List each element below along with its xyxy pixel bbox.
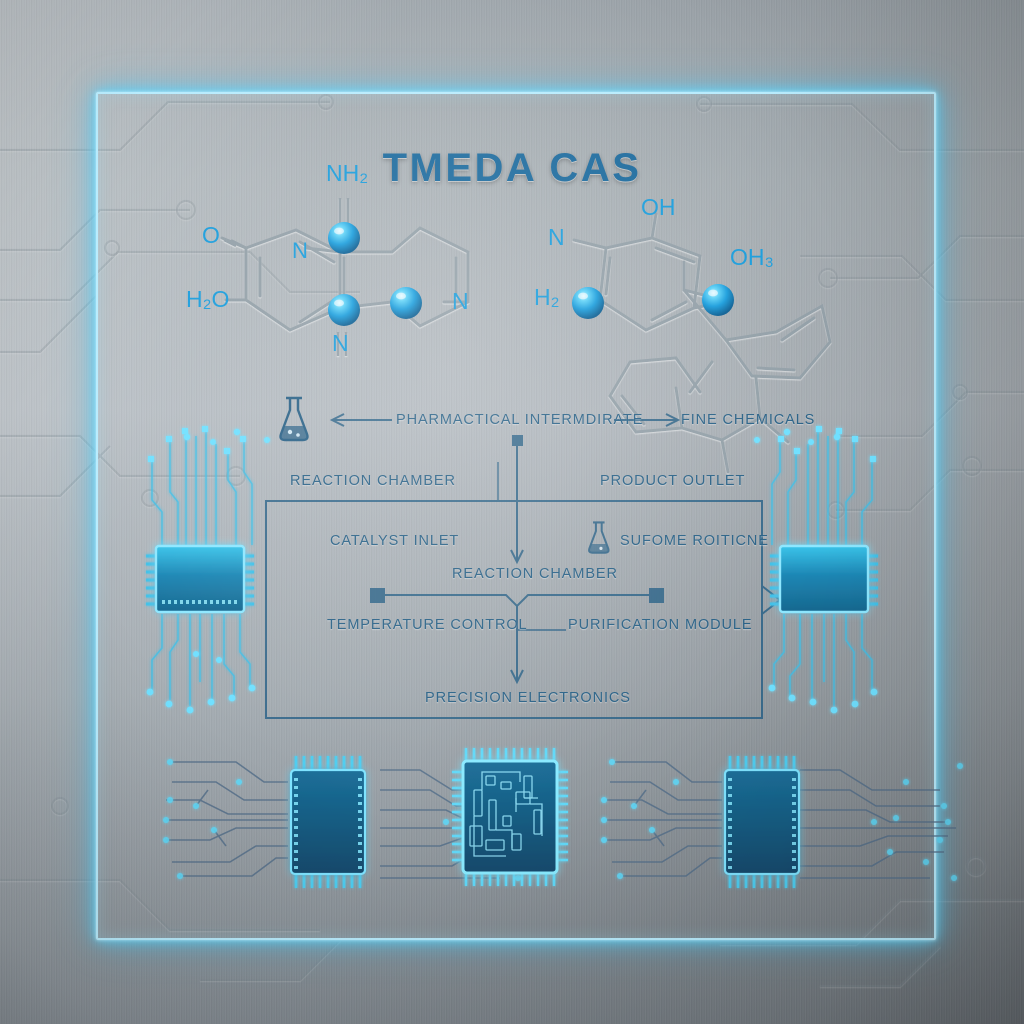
left-molecule-atoms (328, 222, 422, 326)
dip-chip-right (601, 756, 963, 888)
right-molecule-atoms (572, 284, 734, 319)
dip-chip-left (163, 756, 527, 888)
reaction-chamber-node-label: REACTION CHAMBER (452, 566, 618, 582)
precision-electronics-label: PRECISION ELECTRONICS (425, 690, 631, 706)
pharmaceutical-intermediate-label: PHARMACTICAL INTERMDIRATE (396, 412, 644, 428)
arrow-right (614, 413, 681, 427)
product-outlet-label: PRODUCT OUTLET (600, 473, 746, 489)
solvent-routine-label: SUFOME ROITICNE (620, 533, 769, 549)
temperature-control-label: TEMPERATURE CONTROL (327, 617, 528, 633)
fine-chemicals-label: FINE CHEMICALS (681, 412, 816, 428)
ic-chip-right (754, 426, 878, 714)
page-title: TMEDA CAS (382, 146, 642, 190)
ic-chip-left (146, 426, 270, 714)
arrow-left (329, 413, 392, 427)
right-molecule-bonds (572, 212, 832, 474)
qfp-chip-center (452, 748, 568, 886)
purification-module-label: PURIFICATION MODULE (568, 617, 753, 633)
process-box (265, 500, 763, 719)
reaction-chamber-header-label: REACTION CHAMBER (290, 473, 456, 489)
catalyst-inlet-label: CATALYST INLET (330, 533, 460, 549)
solvent-flask-icon (588, 521, 610, 554)
erlenmeyer-flask-icon (279, 396, 309, 442)
